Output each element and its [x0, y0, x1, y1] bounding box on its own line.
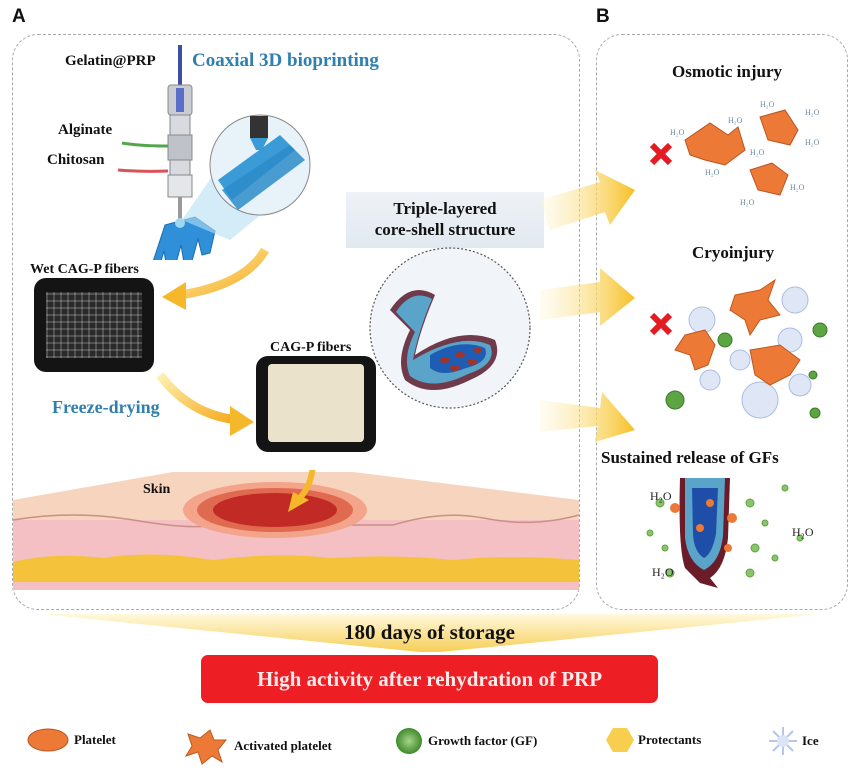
- shrunken-platelet: [684, 122, 746, 166]
- structure-label-line2: core-shell structure: [374, 220, 516, 239]
- prevented-x-icon: [650, 142, 673, 166]
- panel-b-box: [596, 34, 848, 610]
- wound-bed: [213, 493, 337, 527]
- wet-fibers-photo: [34, 278, 154, 372]
- protectant-icon: [606, 728, 634, 752]
- legend-item-activated-platelet: Activated platelet: [180, 726, 332, 766]
- core: [430, 344, 486, 373]
- osmotic-injury-illustration: H₂O H₂O H₂O H₂O H₂O H₂O H₂O H₂O H₂O: [650, 100, 820, 207]
- arrowhead: [230, 406, 254, 436]
- zoom-inset-fibers: [218, 116, 305, 210]
- arrowhead: [162, 282, 186, 310]
- freeze-drying-arrow: [156, 372, 239, 425]
- dry-fibers-photo: [256, 356, 376, 452]
- legend-label: Protectants: [638, 732, 702, 747]
- platelet-icon: [27, 728, 69, 752]
- panel-b-letter: B: [596, 6, 610, 27]
- growth-factor-icon: [396, 728, 422, 754]
- skin-label: Skin: [143, 482, 171, 497]
- arrow-to-release: [540, 392, 635, 442]
- legend-item-ice: Ice: [768, 726, 819, 756]
- bioprinting-title: Coaxial 3D bioprinting: [192, 50, 379, 71]
- svg-text:H₂O: H₂O: [790, 183, 805, 192]
- legend-label: Platelet: [74, 732, 116, 747]
- shrunken-platelet: [749, 162, 789, 196]
- panel-a-letter: A: [12, 6, 26, 27]
- structure-label-box: Triple-layered core-shell structure: [346, 192, 544, 248]
- panel-a-box: [12, 34, 580, 610]
- sustained-release-illustration: H₂O H₂O H₂O: [646, 478, 814, 588]
- printing-to-wet-arrow: [179, 247, 269, 300]
- storage-banner-arrow: [40, 614, 820, 652]
- svg-text:H₂O: H₂O: [705, 168, 720, 177]
- result-banner: High activity after rehydration of PRP: [201, 655, 658, 703]
- dry-fibers-label: CAG-P fibers: [270, 340, 352, 355]
- osmotic-injury-title: Osmotic injury: [672, 62, 783, 81]
- skin-illustration: [13, 470, 579, 590]
- ice-crystals: [688, 286, 812, 419]
- cryoinjury-illustration: [650, 278, 828, 419]
- prevented-x-icon: [650, 312, 673, 336]
- svg-text:H₂O: H₂O: [760, 100, 775, 109]
- svg-text:H₂O: H₂O: [792, 525, 814, 539]
- growth-factors: [665, 322, 828, 419]
- outer-input-label: Chitosan: [47, 152, 105, 168]
- legend-label: Ice: [802, 733, 819, 748]
- result-label: High activity after rehydration of PRP: [256, 666, 603, 691]
- svg-text:H₂O: H₂O: [750, 148, 765, 157]
- middle-input-label: Alginate: [58, 122, 113, 138]
- legend-item-protectants: Protectants: [606, 726, 701, 754]
- activated-platelet-icon: [184, 729, 228, 765]
- a-to-b-arrows: [540, 170, 635, 442]
- alginate-tube: [121, 141, 169, 148]
- arrow-to-cryo: [540, 268, 635, 326]
- fat-layer: [13, 554, 579, 582]
- storage-label: 180 days of storage: [344, 620, 515, 644]
- process-arrows: [156, 247, 269, 436]
- core-shell-fiber-illustration: [369, 247, 531, 409]
- printed-scaffold: [153, 216, 216, 260]
- coaxial-nozzle-illustration: [117, 45, 311, 260]
- released-platelets: [670, 499, 737, 552]
- svg-text:H₂O: H₂O: [728, 116, 743, 125]
- legend-item-platelet: Platelet: [26, 726, 116, 754]
- cryoinjury-title: Cryoinjury: [692, 243, 775, 262]
- chitosan-tube: [117, 168, 169, 173]
- legend-label: Growth factor (GF): [428, 733, 538, 748]
- shrunken-platelet: [759, 109, 799, 146]
- ice-icon: [769, 727, 797, 755]
- freeze-drying-label: Freeze-drying: [52, 397, 160, 417]
- wet-fibers-label: Wet CAG-P fibers: [30, 262, 139, 277]
- legend-item-growth-factor: Growth factor (GF): [394, 726, 537, 756]
- activated-platelets: [674, 278, 801, 386]
- sustained-release-title: Sustained release of GFs: [601, 448, 779, 467]
- core-input-label: Gelatin@PRP: [65, 53, 156, 69]
- released-growth-factors: [646, 484, 804, 578]
- core-platelets: [440, 347, 482, 371]
- svg-text:H₂O: H₂O: [805, 108, 820, 117]
- structure-label-line1: Triple-layered: [393, 199, 497, 218]
- svg-text:H₂O: H₂O: [805, 138, 820, 147]
- svg-text:H₂O: H₂O: [740, 198, 755, 207]
- water-label: H₂O: [650, 489, 672, 503]
- arrow-to-osmotic: [540, 170, 635, 230]
- water-label: H₂O: [670, 128, 685, 137]
- legend-label: Activated platelet: [234, 738, 332, 753]
- svg-text:H₂O: H₂O: [652, 565, 674, 579]
